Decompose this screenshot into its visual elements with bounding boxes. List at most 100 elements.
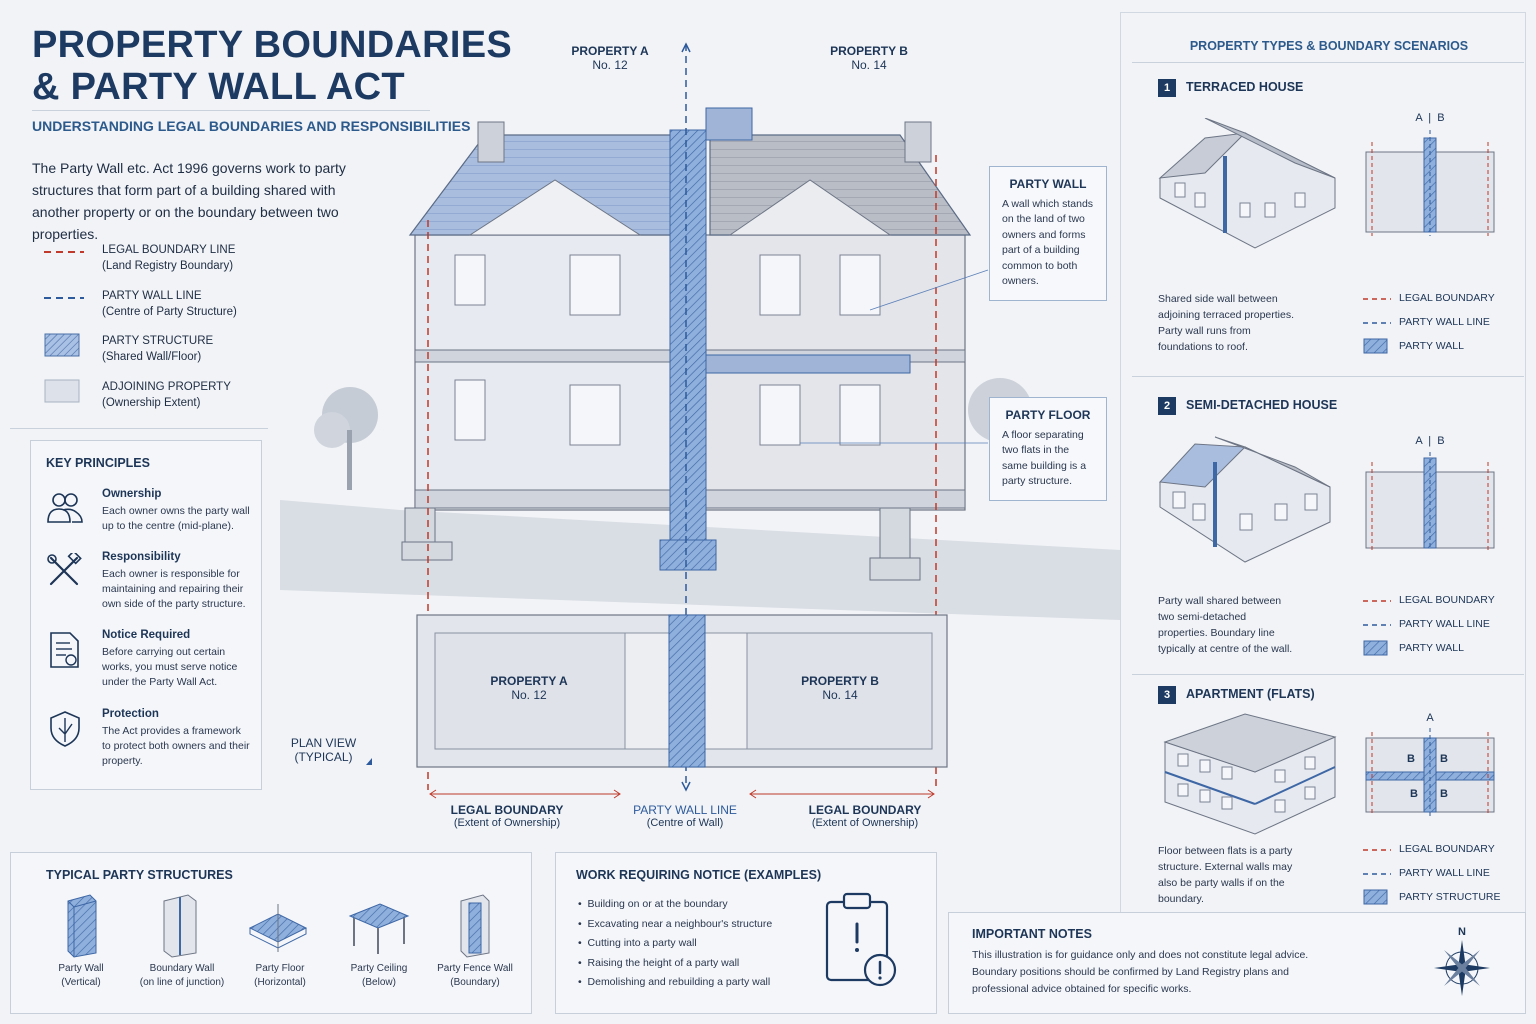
plan-view-label: PLAN VIEW(TYPICAL)	[290, 736, 357, 764]
work-notice-heading: WORK REQUIRING NOTICE (EXAMPLES)	[576, 868, 822, 882]
page-subtitle: UNDERSTANDING LEGAL BOUNDARIES AND RESPO…	[32, 118, 471, 134]
scenario-2-legend: LEGAL BOUNDARY PARTY WALL LINE PARTY WAL…	[1363, 594, 1513, 666]
work-notice-item: • Cutting into a party wall	[578, 937, 697, 949]
party-wall-line-swatch	[44, 297, 84, 299]
semi-detached-section-diagram	[1365, 452, 1495, 550]
scenarios-heading: PROPERTY TYPES & BOUNDARY SCENARIOS	[1189, 39, 1469, 53]
party-wall-section	[669, 129, 707, 551]
legal-boundary-swatch	[44, 251, 84, 253]
scenarios-divider-top	[1132, 62, 1524, 63]
shield-icon	[50, 711, 80, 747]
semi-detached-illustration	[1158, 436, 1331, 563]
page-title: PROPERTY BOUNDARIES & PARTY WALL ACT	[32, 24, 513, 108]
gable-b	[728, 179, 892, 236]
terraced-section-diagram	[1365, 130, 1495, 236]
important-notes-text: This illustration is for guidance only a…	[972, 949, 1309, 995]
bottom-label-party-wall-line: PARTY WALL LINE(Centre of Wall)	[633, 803, 737, 829]
legend-divider	[10, 428, 268, 429]
scenario-3-legend: LEGAL BOUNDARY PARTY WALL LINE PARTY STR…	[1363, 843, 1513, 915]
window-b2	[839, 254, 881, 316]
foundation-b	[879, 507, 911, 559]
scenarios-divider-1	[1132, 376, 1524, 377]
callout-party-floor: PARTY FLOOR A floor separating two flats…	[989, 397, 1107, 501]
principle-notice: Notice Required Before carrying out cert…	[46, 629, 256, 689]
clipboard-warning-icon	[825, 892, 897, 987]
principle-ownership: Ownership Each owner owns the party wall…	[46, 488, 256, 544]
work-notice-item: • Raising the height of a party wall	[578, 956, 740, 969]
principle-responsibility: Responsibility Each owner is responsible…	[46, 551, 256, 623]
scenario-3-label-b4: B	[1440, 788, 1448, 800]
party-wall-vertical-icon	[67, 894, 97, 958]
scenario-1-description: Shared side wall between adjoining terra…	[1158, 293, 1294, 353]
house-cross-section	[280, 42, 1120, 799]
scenario-1-legend: LEGAL BOUNDARY PARTY WALL LINE PARTY WAL…	[1363, 292, 1513, 364]
structure-party-floor: Party Floor(Horizontal)	[254, 963, 306, 988]
compass-north-label: N	[1458, 926, 1466, 938]
title-divider	[32, 110, 430, 111]
legend-adjoining-property: ADJOINING PROPERTY(Ownership Extent)	[44, 379, 274, 413]
scenario-1-section-labels: A | B	[1415, 112, 1445, 124]
plan-room-a	[434, 632, 626, 750]
important-notes-heading: IMPORTANT NOTES	[972, 927, 1092, 941]
scenario-3-label-b1: B	[1407, 753, 1415, 765]
work-notice-item: • Demolishing and rebuilding a party wal…	[578, 976, 771, 988]
key-principles-panel	[30, 440, 262, 790]
plan-room-b	[746, 632, 933, 750]
structure-party-wall: Party Wall(Vertical)	[58, 963, 104, 988]
people-icon	[47, 493, 83, 523]
scenario-3-label-a: A	[1426, 712, 1434, 724]
bottom-label-legal-boundary-right: LEGAL BOUNDARY(Extent of Ownership)	[808, 803, 922, 829]
party-ceiling-icon	[348, 903, 410, 954]
tools-icon	[47, 553, 82, 586]
window-b1	[759, 254, 801, 316]
callout-party-wall: PARTY WALL A wall which stands on the la…	[989, 166, 1107, 301]
scenario-3-label-b3: B	[1410, 788, 1418, 800]
legend-legal-boundary: LEGAL BOUNDARY LINE(Land Registry Bounda…	[44, 242, 274, 276]
party-wall-leader	[869, 269, 989, 311]
important-notes-panel	[948, 912, 1526, 1014]
legend-party-structure: PARTY STRUCTURE(Shared Wall/Floor)	[44, 333, 274, 367]
scenario-2-section-labels: A | B	[1415, 435, 1445, 447]
foundation-a	[404, 507, 436, 549]
party-structure-swatch	[44, 333, 80, 357]
footing-a	[401, 541, 453, 561]
scenarios-divider-2	[1132, 674, 1524, 675]
party-floor-icon	[248, 904, 308, 952]
bottom-label-legal-boundary-left: LEGAL BOUNDARY(Extent of Ownership)	[450, 803, 564, 829]
chimney-b	[904, 121, 932, 163]
intro-text: The Party Wall etc. Act 1996 governs wor…	[32, 160, 346, 242]
terraced-house-illustration	[1158, 118, 1336, 249]
apartment-illustration	[1163, 713, 1337, 835]
key-principles-heading: KEY PRINCIPLES	[46, 456, 150, 470]
party-fence-wall-icon	[460, 894, 490, 958]
typical-structures-heading: TYPICAL PARTY STRUCTURES	[46, 868, 233, 882]
apartment-section-diagram	[1365, 728, 1495, 816]
plan-view-arrow	[366, 758, 372, 765]
plan-hall-a	[624, 632, 670, 750]
scenario-3-label-b2: B	[1440, 753, 1448, 765]
tree-left	[314, 387, 378, 490]
principle-protection: Protection The Act provides a framework …	[46, 708, 256, 768]
chimney-party	[705, 107, 753, 141]
window-a1	[454, 254, 486, 306]
legend-party-wall-line: PARTY WALL LINE(Centre of Party Structur…	[44, 288, 274, 322]
plan-party-wall	[668, 614, 706, 768]
structure-boundary-wall: Boundary Wall(on line of junction)	[139, 963, 225, 988]
structure-party-ceiling: Party Ceiling(Below)	[350, 963, 408, 988]
window-b3	[759, 384, 801, 446]
work-notice-item: • Excavating near a neighbour's structur…	[578, 917, 773, 930]
window-a3	[454, 379, 486, 441]
party-wall-footing	[659, 539, 717, 571]
work-notice-item: • Building on or at the boundary	[578, 898, 728, 910]
scenario-2-description: Party wall shared between two semi-detac…	[1158, 595, 1293, 655]
adjoining-property-swatch	[44, 379, 80, 403]
party-floor-slab	[694, 354, 911, 374]
plan-hall-b	[704, 632, 748, 750]
